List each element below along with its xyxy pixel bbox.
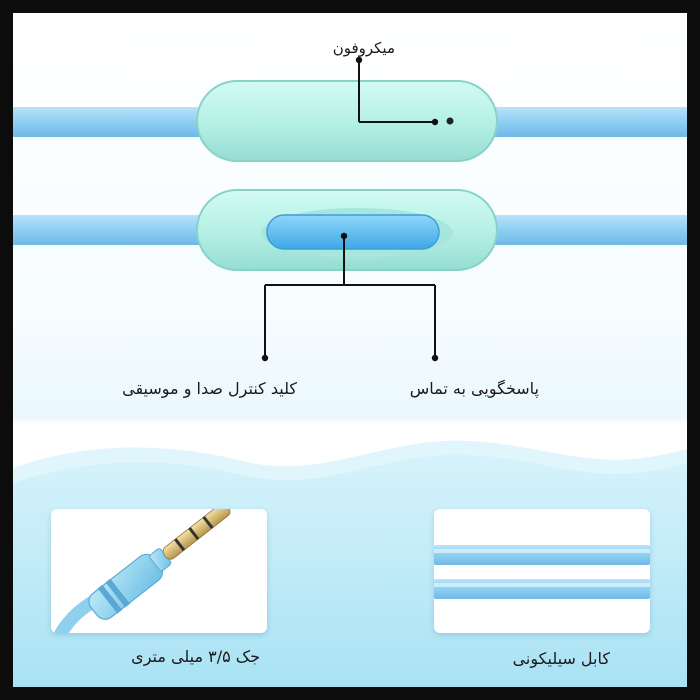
jack-photo	[51, 509, 267, 633]
microphone-hole-icon	[446, 117, 454, 125]
microphone-pod	[196, 80, 498, 162]
leader-dot-icon	[355, 56, 363, 64]
leader-dot-icon	[340, 232, 348, 240]
product-infographic: میکروفون کلید کنترل صدا و موسیقی پاسخگوی…	[13, 13, 687, 687]
audio-jack-icon	[54, 509, 231, 633]
cable-bottom-left	[13, 215, 213, 245]
silicone-cable-icon	[434, 545, 650, 599]
cable-top-right	[487, 107, 687, 137]
leader-lines	[264, 60, 436, 358]
leader-dot-icon	[431, 354, 439, 362]
leader-dot-icon	[431, 118, 439, 126]
call-answer-label: پاسخگویی به تماس	[409, 379, 539, 398]
cable-top-left	[13, 107, 213, 137]
leader-dot-icon	[261, 354, 269, 362]
microphone-label: میکروفون	[332, 39, 395, 57]
jack-label: جک ۳/۵ میلی متری	[131, 647, 260, 666]
cable-photo	[434, 509, 650, 633]
volume-music-key-label: کلید کنترل صدا و موسیقی	[122, 379, 297, 398]
control-button	[266, 214, 440, 250]
cable-bottom-right	[487, 215, 687, 245]
silicone-cable-label: کابل سیلیکونی	[512, 649, 610, 668]
